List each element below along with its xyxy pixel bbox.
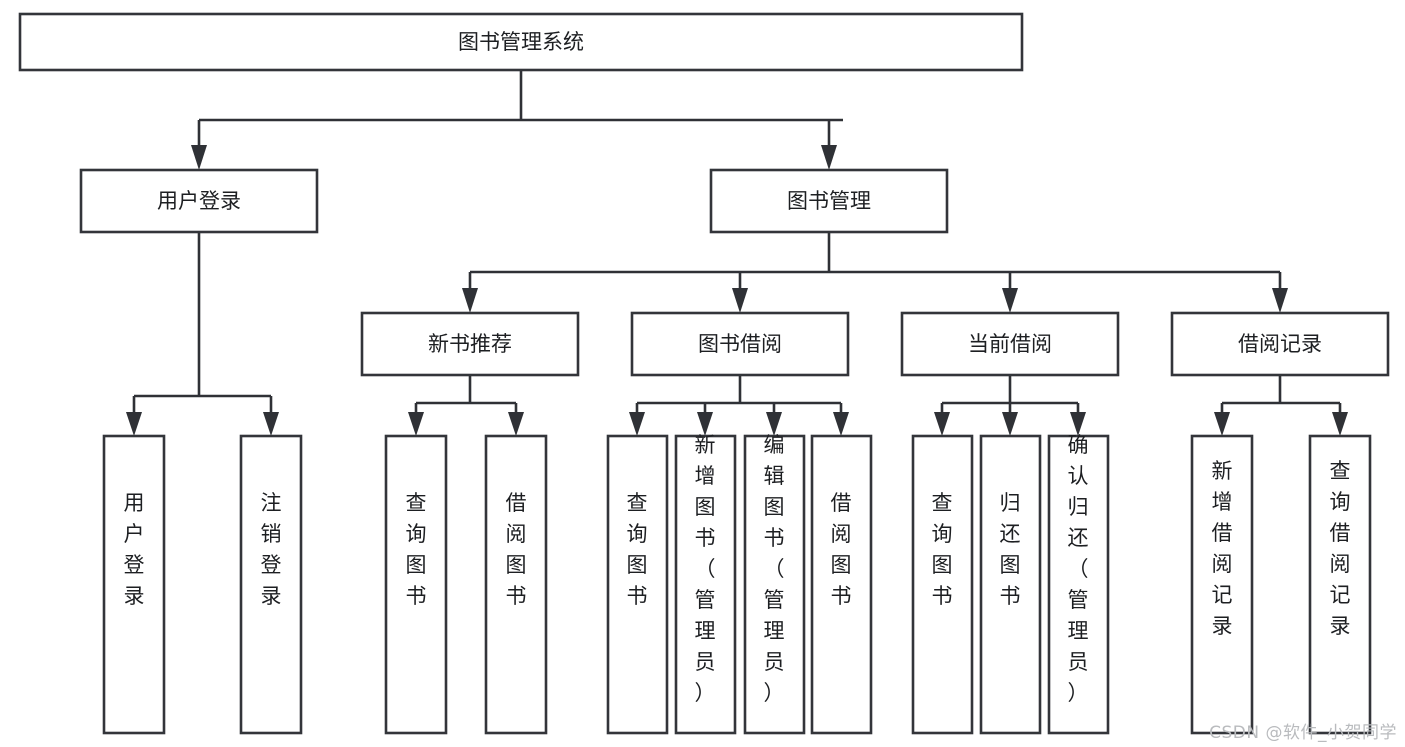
leaf-new-book-2-label: 借阅图书 bbox=[506, 491, 527, 608]
arrow-head-new-book bbox=[462, 288, 478, 313]
leaf-new-book-1-box[interactable] bbox=[384, 434, 448, 735]
arrow-head-cb-c3 bbox=[1070, 412, 1086, 436]
node-user-login[interactable]: 用户登录 bbox=[79, 168, 319, 234]
arrow-head-book-borrow bbox=[732, 288, 748, 313]
node-new-book-recommend-label: 新书推荐 bbox=[428, 332, 512, 356]
leaf-borrow-record-1-label: 新增借阅记录 bbox=[1212, 459, 1233, 638]
leaf-current-borrow-2[interactable]: 归还图书 bbox=[979, 434, 1042, 735]
leaf-book-borrow-3[interactable]: 编辑图书（管理员） bbox=[743, 433, 806, 735]
arrow-head-br-c1 bbox=[1214, 412, 1230, 436]
connectors-current-borrow-to-leaves bbox=[934, 375, 1086, 436]
leaf-book-borrow-2[interactable]: 新增图书（管理员） bbox=[674, 433, 737, 735]
csdn-watermark: CSDN @软件_小贺同学 bbox=[1209, 723, 1397, 743]
arrow-head-book-management bbox=[821, 145, 837, 170]
leaf-current-borrow-3-box[interactable] bbox=[1047, 434, 1110, 735]
arrow-head-br-c2 bbox=[1332, 412, 1348, 436]
leaf-current-borrow-2-box[interactable] bbox=[979, 434, 1042, 735]
leaf-new-book-1[interactable]: 查询图书 bbox=[384, 434, 448, 735]
leaf-new-book-1-label: 查询图书 bbox=[406, 491, 427, 608]
node-book-management-box[interactable] bbox=[709, 168, 949, 234]
leaf-new-book-2[interactable]: 借阅图书 bbox=[484, 434, 548, 735]
leaf-current-borrow-1-box[interactable] bbox=[911, 434, 974, 735]
node-book-borrow[interactable]: 图书借阅 bbox=[630, 311, 850, 377]
leaf-current-borrow-3-label: 确认归还（管理员） bbox=[1068, 433, 1089, 705]
arrow-head-cb-c2 bbox=[1002, 412, 1018, 436]
leaf-book-borrow-2-label: 新增图书（管理员） bbox=[695, 433, 716, 705]
node-book-management-label: 图书管理 bbox=[787, 189, 871, 213]
connectors-user-login-to-leaves bbox=[126, 232, 279, 436]
leaf-user-login-1[interactable]: 用户登录 bbox=[102, 434, 166, 735]
leaf-borrow-record-2-label: 查询借阅记录 bbox=[1330, 459, 1351, 638]
leaf-current-borrow-1-label: 查询图书 bbox=[932, 491, 953, 608]
connectors-new-book-to-leaves bbox=[408, 375, 524, 436]
leaf-current-borrow-1[interactable]: 查询图书 bbox=[911, 434, 974, 735]
leaf-book-borrow-4-box[interactable] bbox=[810, 434, 873, 735]
leaf-book-borrow-4-label: 借阅图书 bbox=[831, 491, 852, 608]
arrow-head-bb-c1 bbox=[629, 412, 645, 436]
node-borrow-record-label: 借阅记录 bbox=[1238, 332, 1322, 356]
arrow-head-bb-c3 bbox=[766, 412, 782, 436]
leaf-book-borrow-3-box[interactable] bbox=[743, 434, 806, 735]
node-current-borrow-box[interactable] bbox=[900, 311, 1120, 377]
node-current-borrow[interactable]: 当前借阅 bbox=[900, 311, 1120, 377]
node-borrow-record[interactable]: 借阅记录 bbox=[1170, 311, 1390, 377]
connectors-borrow-record-to-leaves bbox=[1214, 375, 1348, 436]
leaf-borrow-record-1[interactable]: 新增借阅记录 bbox=[1190, 434, 1254, 735]
leaf-user-login-1-box[interactable] bbox=[102, 434, 166, 735]
connectors-root-to-level2 bbox=[191, 70, 843, 170]
arrow-head-nb-c2 bbox=[508, 412, 524, 436]
arrow-head-bb-c4 bbox=[833, 412, 849, 436]
arrow-head-user-login bbox=[191, 145, 207, 170]
leaf-book-borrow-1[interactable]: 查询图书 bbox=[606, 434, 669, 735]
arrow-head-current-borrow bbox=[1002, 288, 1018, 313]
leaf-book-borrow-4[interactable]: 借阅图书 bbox=[810, 434, 873, 735]
node-user-login-label: 用户登录 bbox=[157, 189, 241, 213]
node-user-login-box[interactable] bbox=[79, 168, 319, 234]
leaf-user-login-2-box[interactable] bbox=[239, 434, 303, 735]
node-book-management[interactable]: 图书管理 bbox=[709, 168, 949, 234]
node-new-book-recommend-box[interactable] bbox=[360, 311, 580, 377]
node-root-box[interactable] bbox=[18, 12, 1024, 72]
leaf-user-login-1-label: 用户登录 bbox=[124, 491, 145, 608]
connectors-book-management-to-level3 bbox=[462, 232, 1288, 313]
leaf-book-borrow-3-label: 编辑图书（管理员） bbox=[764, 433, 785, 705]
node-book-borrow-box[interactable] bbox=[630, 311, 850, 377]
arrow-head-bb-c2 bbox=[697, 412, 713, 436]
node-root-label: 图书管理系统 bbox=[458, 30, 584, 54]
node-borrow-record-box[interactable] bbox=[1170, 311, 1390, 377]
leaf-book-borrow-1-box[interactable] bbox=[606, 434, 669, 735]
leaf-current-borrow-2-label: 归还图书 bbox=[1000, 491, 1021, 608]
leaf-borrow-record-1-box[interactable] bbox=[1190, 434, 1254, 735]
leaf-book-borrow-1-label: 查询图书 bbox=[627, 491, 648, 608]
arrow-head-ul-c1 bbox=[126, 412, 142, 436]
node-current-borrow-label: 当前借阅 bbox=[968, 332, 1052, 356]
leaf-book-borrow-2-box[interactable] bbox=[674, 434, 737, 735]
node-root[interactable]: 图书管理系统 bbox=[18, 12, 1024, 72]
arrow-head-nb-c1 bbox=[408, 412, 424, 436]
node-new-book-recommend[interactable]: 新书推荐 bbox=[360, 311, 580, 377]
leaf-user-login-2[interactable]: 注销登录 bbox=[239, 434, 303, 735]
leaf-new-book-2-box[interactable] bbox=[484, 434, 548, 735]
leaf-borrow-record-2-box[interactable] bbox=[1308, 434, 1372, 735]
connectors-book-borrow-to-leaves bbox=[629, 375, 849, 436]
node-book-borrow-label: 图书借阅 bbox=[698, 332, 782, 356]
arrow-head-borrow-record bbox=[1272, 288, 1288, 313]
arrow-head-ul-c2 bbox=[263, 412, 279, 436]
leaf-borrow-record-2[interactable]: 查询借阅记录 bbox=[1308, 434, 1372, 735]
leaf-current-borrow-3[interactable]: 确认归还（管理员） bbox=[1047, 433, 1110, 735]
leaf-user-login-2-label: 注销登录 bbox=[261, 491, 282, 608]
arrow-head-cb-c1 bbox=[934, 412, 950, 436]
